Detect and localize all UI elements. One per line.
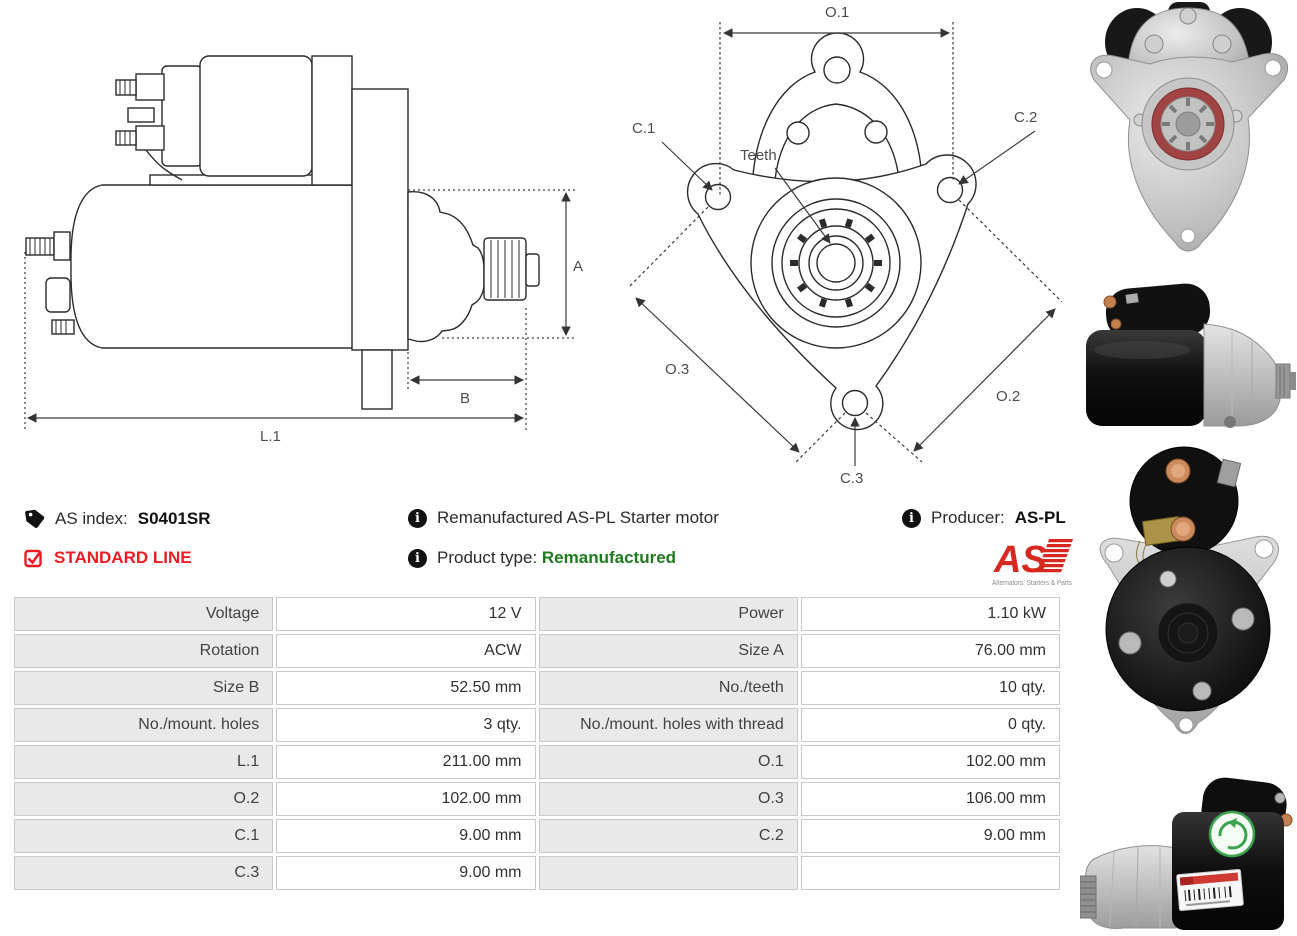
spec-label: Rotation bbox=[14, 634, 274, 668]
spec-value: 76.00 mm bbox=[800, 634, 1060, 668]
spec-label: C.3 bbox=[14, 856, 274, 890]
spec-label: No./mount. holes bbox=[14, 708, 274, 742]
as-index-value: S0401SR bbox=[137, 508, 211, 528]
product-type-label: Product type: bbox=[437, 548, 538, 567]
table-row: No./mount. holes 3 qty. No./mount. holes… bbox=[14, 708, 1060, 742]
spec-value: 0 qty. bbox=[800, 708, 1060, 742]
producer-value: AS-PL bbox=[1014, 508, 1066, 527]
dim-label-o1: O.1 bbox=[825, 4, 849, 21]
product-photo-side-view bbox=[1086, 283, 1296, 428]
spec-value: 102.00 mm bbox=[800, 745, 1060, 779]
spec-value: ACW bbox=[276, 634, 536, 668]
dim-label-c3: C.3 bbox=[840, 470, 863, 487]
spec-label: O.1 bbox=[538, 745, 798, 779]
spec-value bbox=[800, 856, 1060, 890]
product-description: Remanufactured AS-PL Starter motor bbox=[437, 508, 719, 527]
table-row: L.1 211.00 mm O.1 102.00 mm bbox=[14, 745, 1060, 779]
logo-stripes bbox=[1037, 539, 1074, 573]
spec-value: 211.00 mm bbox=[276, 745, 536, 779]
spec-value: 9.00 mm bbox=[800, 819, 1060, 853]
product-type-value: Remanufactured bbox=[541, 548, 677, 567]
product-type-row: i Product type: Remanufactured bbox=[408, 548, 676, 568]
spec-value: 12 V bbox=[276, 597, 536, 631]
spec-value: 3 qty. bbox=[276, 708, 536, 742]
product-photo-labeled-side-view bbox=[1080, 777, 1293, 930]
product-photos-column bbox=[1080, 0, 1297, 936]
table-row: C.1 9.00 mm C.2 9.00 mm bbox=[14, 819, 1060, 853]
terminal-stud-shapes bbox=[25, 231, 75, 335]
product-photo-front-view bbox=[1090, 2, 1289, 252]
table-row: Size B 52.50 mm No./teeth 10 qty. bbox=[14, 671, 1060, 705]
dim-label-b: B bbox=[460, 390, 470, 407]
spec-label: No./teeth bbox=[538, 671, 798, 705]
dim-label-c1: C.1 bbox=[632, 120, 655, 137]
logo-text: AS bbox=[993, 539, 1047, 581]
table-row: Rotation ACW Size A 76.00 mm bbox=[14, 634, 1060, 668]
spec-label: O.2 bbox=[14, 782, 274, 816]
info-icon: i bbox=[408, 548, 427, 568]
info-icon: i bbox=[408, 508, 427, 528]
checkbox-checked-icon bbox=[24, 549, 42, 568]
table-row: C.3 9.00 mm bbox=[14, 856, 1060, 890]
spec-label: C.1 bbox=[14, 819, 274, 853]
spec-label: Power bbox=[538, 597, 798, 631]
table-row: O.2 102.00 mm O.3 106.00 mm bbox=[14, 782, 1060, 816]
spec-label: Size B bbox=[14, 671, 274, 705]
standard-line-label: STANDARD LINE bbox=[54, 548, 192, 567]
spec-value: 9.00 mm bbox=[276, 856, 536, 890]
producer-row: i Producer: AS-PL bbox=[902, 508, 1066, 528]
spec-value: 106.00 mm bbox=[800, 782, 1060, 816]
tag-icon bbox=[25, 509, 45, 529]
dim-label-l1: L.1 bbox=[260, 428, 281, 445]
starter-side-view-diagram: A B L.1 bbox=[24, 55, 583, 445]
dim-label-teeth: Teeth bbox=[740, 147, 777, 164]
dim-label-o3: O.3 bbox=[665, 361, 689, 378]
dim-label-o2: O.2 bbox=[996, 388, 1020, 405]
spec-label: No./mount. holes with thread bbox=[538, 708, 798, 742]
info-icon: i bbox=[902, 508, 921, 528]
table-row: Voltage 12 V Power 1.10 kW bbox=[14, 597, 1060, 631]
spec-value: 102.00 mm bbox=[276, 782, 536, 816]
spec-value: 1.10 kW bbox=[800, 597, 1060, 631]
description-row: i Remanufactured AS-PL Starter motor bbox=[408, 508, 719, 528]
dim-label-c2: C.2 bbox=[1014, 109, 1037, 126]
spec-label: Size A bbox=[538, 634, 798, 668]
starter-front-view-diagram: O.1 C.1 C.2 Teeth O.3 O.2 C.3 bbox=[627, 4, 1063, 487]
standard-line-row: STANDARD LINE bbox=[24, 548, 192, 568]
dim-label-a: A bbox=[573, 258, 583, 275]
spec-label bbox=[538, 856, 798, 890]
spec-label: Voltage bbox=[14, 597, 274, 631]
as-pl-logo: AS Alternators, Starters & Parts bbox=[992, 539, 1074, 587]
as-index-label: AS index: bbox=[55, 508, 128, 528]
product-photo-rear-view bbox=[1099, 446, 1279, 734]
product-label-sticker bbox=[1176, 868, 1244, 912]
spec-label: L.1 bbox=[14, 745, 274, 779]
spec-label: C.2 bbox=[538, 819, 798, 853]
logo-tagline: Alternators, Starters & Parts bbox=[992, 580, 1072, 587]
spec-value: 10 qty. bbox=[800, 671, 1060, 705]
spec-value: 9.00 mm bbox=[276, 819, 536, 853]
producer-label: Producer: bbox=[931, 508, 1005, 527]
as-index-row: AS index: S0401SR bbox=[24, 508, 211, 529]
spec-table: Voltage 12 V Power 1.10 kW Rotation ACW … bbox=[11, 594, 1063, 893]
spec-value: 52.50 mm bbox=[276, 671, 536, 705]
spec-label: O.3 bbox=[538, 782, 798, 816]
